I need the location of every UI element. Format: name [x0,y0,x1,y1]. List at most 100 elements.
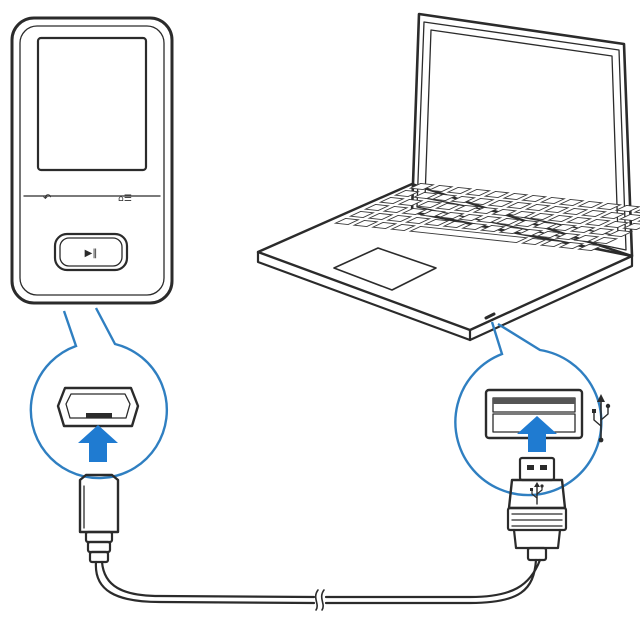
keyboard-key [580,209,608,218]
usb-a-plug [506,456,568,562]
keyboard-key [487,199,514,208]
keyboard-key [348,210,375,219]
keyboard-key [401,207,428,216]
keyboard-key [446,186,473,195]
keyboard-key [412,191,439,200]
back-icon: ↶ [43,193,51,204]
keyboard-key [506,201,533,210]
laptop-port-callout [454,321,611,497]
keyboard-key [622,222,640,231]
back-button: ↶ [43,193,51,204]
keyboard-key [539,239,566,248]
keyboard-key [595,202,623,211]
keyboard-key [614,204,640,213]
option-button: ⌂☰ [118,194,132,204]
keyboard-key [584,218,611,227]
keyboard-key [569,225,596,234]
keyboard-spacebar [408,225,529,244]
usb-icon [530,482,544,505]
keyboard-key [633,209,640,214]
keyboard-key [363,203,390,212]
keyboard-key [352,219,379,228]
keyboard-key [431,193,458,202]
keyboard-key [468,197,495,206]
micro-usb-port [56,386,140,428]
keyboard-key [592,236,619,245]
keyboard [333,182,640,252]
keyboard-key [397,198,424,207]
usb-cable [94,558,542,611]
keyboard-key [461,222,488,231]
keyboard-key [543,205,570,214]
laptop [256,12,640,342]
keyboard-key [479,224,506,233]
keyboard-key [532,221,559,230]
keyboard-key [382,205,409,214]
keyboard-key [524,203,551,212]
keyboard-key [513,219,540,228]
keyboard-key [476,215,503,224]
keyboard-key [483,190,510,199]
keyboard-key [603,220,630,229]
keyboard-key [427,184,454,193]
keyboard-key [618,213,640,222]
micro-usb-plug [78,473,120,564]
play-pause-button: ▶‖ [53,232,129,272]
keyboard-key [558,241,585,250]
keyboard-key [393,189,420,198]
keyboard-key [550,223,578,232]
keyboard-key [378,196,405,205]
keyboard-key [607,229,634,238]
usb-icon [592,394,611,443]
keyboard-key [539,196,566,205]
keyboard-key [521,194,548,203]
keyboard-key [367,212,394,221]
keyboard-key [577,200,604,209]
keyboard-key [509,210,536,219]
laptop-usb-port [484,312,496,320]
keyboard-key [562,207,589,216]
keyboard-key [520,237,548,246]
keyboard-key [528,212,555,221]
keyboard-key [547,214,574,223]
keyboard-key [453,204,480,213]
insert-arrow-icon [517,416,557,452]
keyboard-key [419,209,447,218]
keyboard-key [535,230,563,239]
play-pause-icon: ▶‖ [85,248,98,259]
keyboard-key [464,188,492,197]
keyboard-key [386,214,413,223]
keyboard-key [333,217,360,226]
keyboard-key [371,221,398,230]
keyboard-key [438,211,465,220]
keyboard-key [554,232,581,241]
keyboard-key [449,195,477,204]
keyboard-key [565,216,593,225]
keyboard-key [416,200,443,209]
option-icon: ⌂☰ [118,194,132,204]
keyboard-key [502,192,529,201]
keyboard-key [472,206,499,215]
keyboard-key [494,217,521,226]
keyboard-key [558,198,585,207]
keyboard-key [599,211,626,220]
keyboard-key [434,202,462,211]
keyboard-key [389,223,417,232]
keyboard-key [457,213,484,222]
keyboard-key [573,234,600,243]
player-port-callout [29,307,169,480]
keyboard-key [404,216,432,225]
mp3-player: ↶ ⌂☰ ▶‖ [10,16,174,305]
keyboard-key [577,243,604,252]
keyboard-key [491,208,518,217]
player-screen [36,36,148,172]
insert-arrow-icon [78,425,118,462]
keyboard-key [442,220,469,229]
keyboard-key [588,227,615,236]
keyboard-key [517,228,544,237]
keyboard-key [408,182,435,191]
keyboard-key [423,218,450,227]
keyboard-key [498,226,525,235]
trackpad [333,247,437,291]
